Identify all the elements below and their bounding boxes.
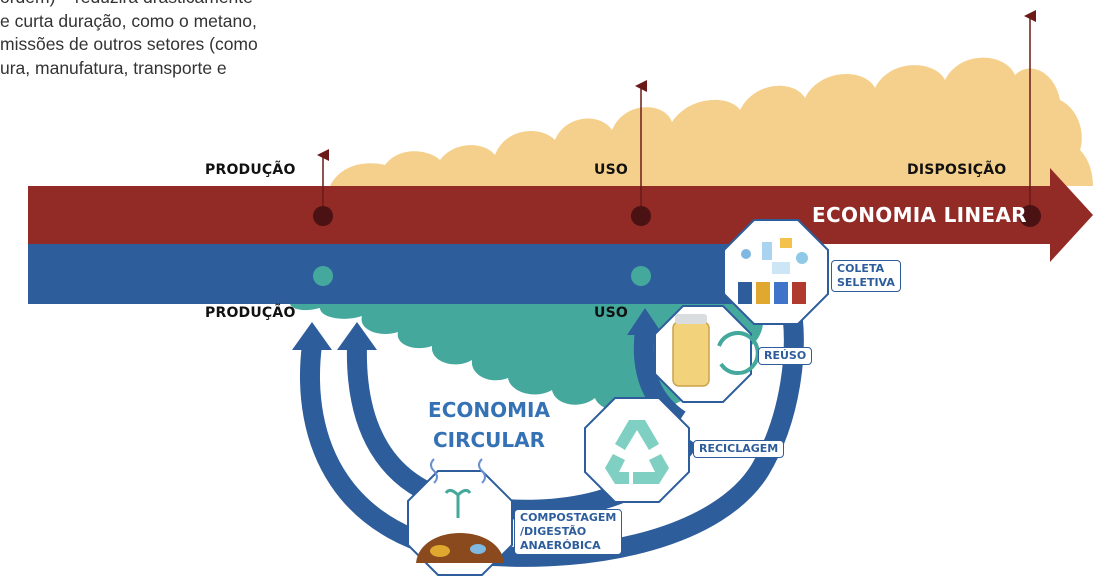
circular-title-line-1: ECONOMIA bbox=[428, 398, 550, 422]
circular-title-line-2: CIRCULAR bbox=[432, 428, 546, 452]
intro-line-2: e curta duração, como o metano, bbox=[0, 10, 257, 31]
coleta-line-2: SELETIVA bbox=[837, 276, 895, 289]
reuso-label: REÚSO bbox=[764, 349, 807, 362]
intro-line-4: ura, manufatura, transporte e bbox=[0, 57, 227, 78]
circular-production-dot bbox=[313, 266, 333, 286]
compostagem-line-1: COMPOSTAGEM bbox=[520, 511, 617, 524]
reuse-jar-icon bbox=[654, 305, 760, 403]
compostagem-line-3: ANAERÓBICA bbox=[520, 539, 601, 552]
inner-loop-arrowhead bbox=[337, 322, 377, 350]
compostagem-tag: COMPOSTAGEM /DIGESTÃO ANAERÓBICA bbox=[514, 509, 623, 555]
linear-use-label: USO bbox=[594, 162, 628, 178]
linear-production-dot bbox=[313, 206, 333, 226]
linear-band bbox=[28, 168, 1093, 262]
intro-line-1: ordem) – reduzirá drasticamente bbox=[0, 0, 380, 10]
compostagem-line-2: /DIGESTÃO bbox=[520, 525, 587, 538]
circular-production-label: PRODUÇÃO bbox=[205, 305, 296, 321]
linear-disposal-label: DISPOSIÇÃO bbox=[907, 162, 1007, 178]
reciclagem-label: RECICLAGEM bbox=[699, 442, 779, 455]
circular-use-label: USO bbox=[594, 305, 628, 321]
coleta-seletiva-tag: COLETA SELETIVA bbox=[831, 260, 901, 292]
linear-use-dot bbox=[631, 206, 651, 226]
intro-line-3: missões de outros setores (como bbox=[0, 34, 258, 54]
outer-loop-arrowhead bbox=[292, 322, 332, 350]
linear-production-label: PRODUÇÃO bbox=[205, 162, 296, 178]
linear-disposal-dot bbox=[1019, 205, 1041, 227]
emission-cloud bbox=[330, 57, 1093, 187]
circular-use-dot bbox=[631, 266, 651, 286]
use-loop-arrowhead bbox=[627, 308, 663, 335]
circular-economy-title: ECONOMIA CIRCULAR bbox=[414, 395, 564, 455]
reuso-tag: REÚSO bbox=[758, 347, 813, 365]
intro-text: ordem) – reduzirá drasticamente e curta … bbox=[0, 0, 380, 80]
coleta-line-1: COLETA bbox=[837, 262, 885, 275]
recycling-bins-icon bbox=[723, 219, 829, 325]
reciclagem-tag: RECICLAGEM bbox=[693, 440, 785, 458]
circular-band bbox=[28, 244, 773, 304]
linear-economy-title: ECONOMIA LINEAR bbox=[812, 203, 1027, 227]
recycle-symbol-icon bbox=[584, 397, 690, 503]
compost-icon bbox=[407, 458, 513, 576]
